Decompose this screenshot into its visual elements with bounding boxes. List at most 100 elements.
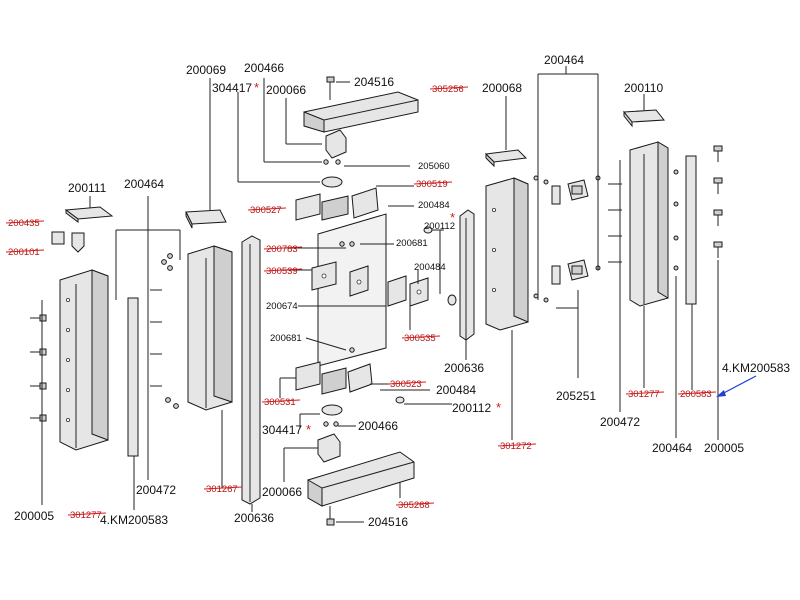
label-200466-top: 200466	[244, 61, 284, 75]
screws-200464-left	[150, 253, 179, 409]
label-300519-obsolete: 300519	[416, 179, 448, 190]
pin-200681-top	[349, 241, 355, 247]
pin-200466-d	[333, 421, 339, 427]
hinge-300527	[295, 193, 321, 221]
thin-profile-200636-right	[459, 209, 475, 341]
label-200464-right: 200464	[652, 441, 692, 455]
label-200472-left: 200472	[136, 483, 176, 497]
label-4km200583-left: 4.KM200583	[100, 513, 168, 527]
hinge-300519	[321, 187, 379, 221]
cap-200110	[623, 109, 665, 128]
label-200783-obsolete: 200783	[266, 244, 298, 255]
label-200484-mid: 200484	[414, 262, 446, 273]
label-204516-bottom: 204516	[368, 515, 408, 529]
hinge-300531	[295, 361, 321, 391]
fitting-center	[349, 265, 369, 297]
left-profile-301277	[59, 269, 109, 451]
profile-301272	[485, 177, 529, 331]
pin-200466-b	[335, 159, 341, 165]
label-301267-obsolete: 301267	[206, 484, 238, 495]
label-200005-left: 200005	[14, 509, 54, 523]
fitting-300539	[311, 261, 337, 291]
hinge-300523	[321, 363, 373, 395]
label-300523-obsolete: 300523	[390, 379, 422, 390]
leader-lines	[41, 66, 719, 523]
label-304417-bottom: 304417	[262, 423, 302, 437]
plug-205060	[321, 176, 343, 188]
label-200464-left: 200464	[124, 177, 164, 191]
pin-200783	[339, 241, 345, 247]
box-200068	[484, 149, 528, 168]
label-4km200583-right: 4.KM200583	[722, 361, 790, 375]
label-200005-right: 200005	[704, 441, 744, 455]
label-301272-obsolete: 301272	[500, 441, 532, 452]
label-200636-left: 200636	[234, 511, 274, 525]
pin-200466-c	[323, 421, 329, 427]
label-205060: 205060	[418, 161, 450, 172]
label-305268-obsolete: 305268	[398, 500, 430, 511]
fitting-300535	[387, 275, 429, 307]
part-200112-bottom	[395, 396, 405, 404]
star-200112-top: *	[450, 210, 455, 225]
screws-200005-right	[713, 145, 723, 258]
label-300539-obsolete: 300539	[266, 266, 298, 277]
end-cap-200111	[64, 206, 114, 223]
label-301277-right-obsolete: 301277	[628, 389, 660, 400]
bottom-rail-305268	[307, 451, 415, 507]
label-205251: 205251	[556, 389, 596, 403]
profile-301277-right	[629, 141, 669, 307]
label-200112-bottom: 200112	[452, 401, 491, 415]
label-305256-obsolete: 305256	[432, 84, 464, 95]
blue-arrow-4km200583	[716, 375, 757, 397]
label-200466-bottom: 200466	[358, 419, 398, 433]
star-200112-bottom: *	[496, 400, 501, 415]
label-204516-top: 204516	[354, 75, 394, 89]
part-200112-mid	[447, 294, 457, 306]
cap-200069	[185, 209, 227, 229]
label-200066-bottom: 200066	[262, 485, 302, 499]
label-200484-top: 200484	[418, 200, 450, 211]
bracket-205251-bottom	[551, 259, 589, 285]
bracket-205251-top	[551, 179, 589, 205]
label-200069: 200069	[186, 63, 226, 77]
star-304417-top: *	[254, 80, 259, 95]
label-300535-obsolete: 300535	[404, 333, 436, 344]
label-200110: 200110	[624, 81, 663, 95]
star-304417-bottom: *	[306, 422, 311, 437]
label-200583-obsolete: 200583	[680, 389, 712, 400]
label-200681-bottom: 200681	[270, 333, 302, 344]
screws-200464-far-right	[673, 169, 679, 271]
part-labels: 200069 200466 304417 * 200066 204516 200…	[5, 53, 790, 529]
label-200066-top: 200066	[266, 83, 306, 97]
hinge-block-200066-top	[325, 129, 347, 159]
strip-200472-left	[127, 297, 139, 457]
label-200435-obsolete: 200435	[8, 218, 40, 229]
label-200674: 200674	[266, 301, 298, 312]
label-200464-top: 200464	[544, 53, 584, 67]
profile-301267	[187, 245, 233, 411]
label-200068: 200068	[482, 81, 522, 95]
strip-200583-right	[685, 155, 697, 305]
label-200111: 200111	[68, 181, 107, 195]
left-screws	[30, 314, 47, 422]
label-200484-bottom: 200484	[436, 383, 476, 397]
label-200472-right: 200472	[600, 415, 640, 429]
label-200101-obsolete: 200101	[8, 247, 40, 258]
label-200112-top: 200112	[424, 221, 455, 232]
hinge-block-200066-bottom	[317, 433, 341, 463]
pin-200681-bottom	[349, 347, 355, 353]
plug-lower	[321, 404, 343, 416]
screw-204516-top	[326, 76, 335, 100]
label-304417-top: 304417	[212, 81, 252, 95]
label-300531-obsolete: 300531	[264, 397, 296, 408]
top-rail-305256	[303, 91, 419, 133]
small-clip-200435	[51, 231, 85, 253]
pin-200466-a	[323, 159, 329, 165]
screws-200464-right	[533, 175, 601, 303]
label-200681-top: 200681	[396, 238, 428, 249]
thin-profile-200636-left	[241, 235, 261, 505]
label-300527-obsolete: 300527	[250, 205, 282, 216]
label-200636-right: 200636	[444, 361, 484, 375]
